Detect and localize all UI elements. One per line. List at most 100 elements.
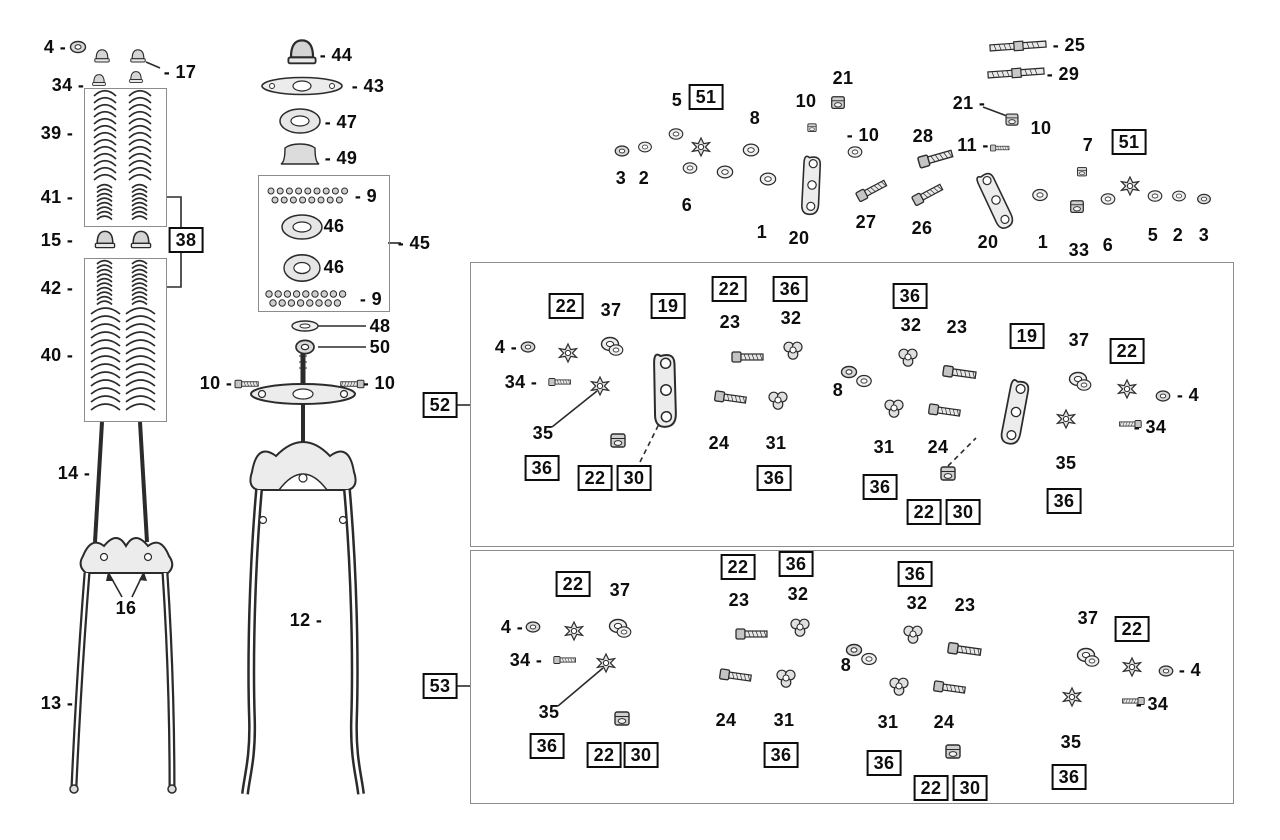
part-label-41-4: 41 - [40,187,74,207]
part-label-37-81: 37 [1068,330,1090,350]
part-label-16-10: 16 [115,598,137,618]
part-label-12-25: 12 - [289,610,323,630]
part-label-22-78: 22 [906,499,942,525]
part-label-21-30: 21 [832,68,854,88]
part-label-37-91: 37 [609,580,631,600]
part-label-19-59: 19 [650,293,686,319]
part-label-30-95: 30 [623,742,659,768]
part-label-23-74: 23 [946,317,968,337]
part-label-53-87: 53 [422,673,458,699]
part-label-5-51: 5 [1147,225,1159,245]
section-box-section-52 [470,262,1234,547]
part-label-28-32: 28 [912,126,934,146]
part-label-17-2: - 17 [163,62,197,82]
bearing-cone-sketch [280,143,320,165]
part-label-8-71: 8 [832,380,844,400]
part-label-36-117: 36 [1051,764,1087,790]
part-label-34-84: - 34 [1133,417,1167,437]
part-label-44-12: - 44 [319,45,353,65]
part-label-35-60: 35 [532,423,554,443]
springer-fork-sketch [69,421,177,794]
leader-lines [106,61,1008,707]
part-label-10-37: 10 [1030,118,1052,138]
part-label-46-17: 46 [323,216,345,236]
part-label-1-48: 1 [1037,232,1049,252]
part-label-25-35: - 25 [1052,35,1086,55]
part-label-3-40: 3 [615,168,627,188]
part-label-36-109: 36 [866,750,902,776]
part-label-31-101: 31 [773,710,795,730]
part-label-10-29: 10 [795,91,817,111]
part-label-36-70: 36 [756,465,792,491]
part-label-2-52: 2 [1172,225,1184,245]
part-label-47-14: - 47 [324,112,358,132]
section-box-spring-box-upper [84,88,167,227]
part-label-22-57: 22 [548,293,584,319]
part-label-32-99: 32 [787,584,809,604]
part-label-4-55: 4 - [494,337,518,357]
part-label-4-114: - 4 [1178,660,1202,680]
part-label-19-80: 19 [1009,323,1045,349]
part-label-46-18: 46 [323,257,345,277]
part-label-45-20: - 45 [397,233,431,253]
part-label-5-26: 5 [671,90,683,110]
part-label-22-90: 22 [555,571,591,597]
part-label-1-43: 1 [756,222,768,242]
part-label-24-68: 24 [708,433,730,453]
part-label-34-115: - 34 [1135,694,1169,714]
part-label-36-93: 36 [529,733,565,759]
part-label-7-38: 7 [1082,135,1094,155]
part-label-37-112: 37 [1077,608,1099,628]
part-label-22-96: 22 [720,554,756,580]
part-label-36-102: 36 [763,742,799,768]
part-label-34-1: 34 - [51,75,85,95]
part-label-39-3: 39 - [40,123,74,143]
part-label-43-13: - 43 [351,76,385,96]
part-label-49-15: - 49 [324,148,358,168]
part-label-42-7: 42 - [40,278,74,298]
part-label-35-116: 35 [1060,732,1082,752]
part-label-52-54: 52 [422,392,458,418]
part-label-30-63: 30 [616,465,652,491]
part-label-10-24: - 10 [362,373,396,393]
part-label-22-62: 22 [577,465,613,491]
part-label-22-64: 22 [711,276,747,302]
part-label-31-69: 31 [765,433,787,453]
part-label-2-41: 2 [638,168,650,188]
part-label-23-97: 23 [728,590,750,610]
part-label-24-108: 24 [933,712,955,732]
part-label-6-50: 6 [1102,235,1114,255]
part-label-15-5: 15 - [40,230,74,250]
part-label-36-72: 36 [892,283,928,309]
part-label-4-83: - 4 [1176,385,1200,405]
part-label-14-9: 14 - [57,463,91,483]
spring-and-ball-sketches [90,89,349,411]
section-box-section-53 [470,550,1234,804]
part-label-20-44: 20 [788,228,810,248]
part-label-32-73: 32 [900,315,922,335]
part-label-50-22: 50 [369,337,391,357]
part-label-9-19: - 9 [359,289,383,309]
part-label-32-67: 32 [780,308,802,328]
part-label-51-39: 51 [1111,129,1147,155]
part-label-8-103: 8 [840,655,852,675]
part-label-35-85: 35 [1055,453,1077,473]
part-label-36-86: 36 [1046,488,1082,514]
part-label-36-104: 36 [897,561,933,587]
part-label-37-58: 37 [600,300,622,320]
part-label-32-105: 32 [906,593,928,613]
part-label-38-6: 38 [168,227,204,253]
part-label-23-65: 23 [719,312,741,332]
part-label-40-8: 40 - [40,345,74,365]
part-label-22-113: 22 [1114,616,1150,642]
section-box-bearing-box-45 [258,175,390,312]
part-label-35-92: 35 [538,702,560,722]
part-label-27-45: 27 [855,212,877,232]
part-label-9-16: - 9 [354,186,378,206]
part-label-22-82: 22 [1109,338,1145,364]
part-label-34-56: 34 - [504,372,538,392]
part-label-6-42: 6 [681,195,693,215]
part-label-51-27: 51 [688,84,724,110]
